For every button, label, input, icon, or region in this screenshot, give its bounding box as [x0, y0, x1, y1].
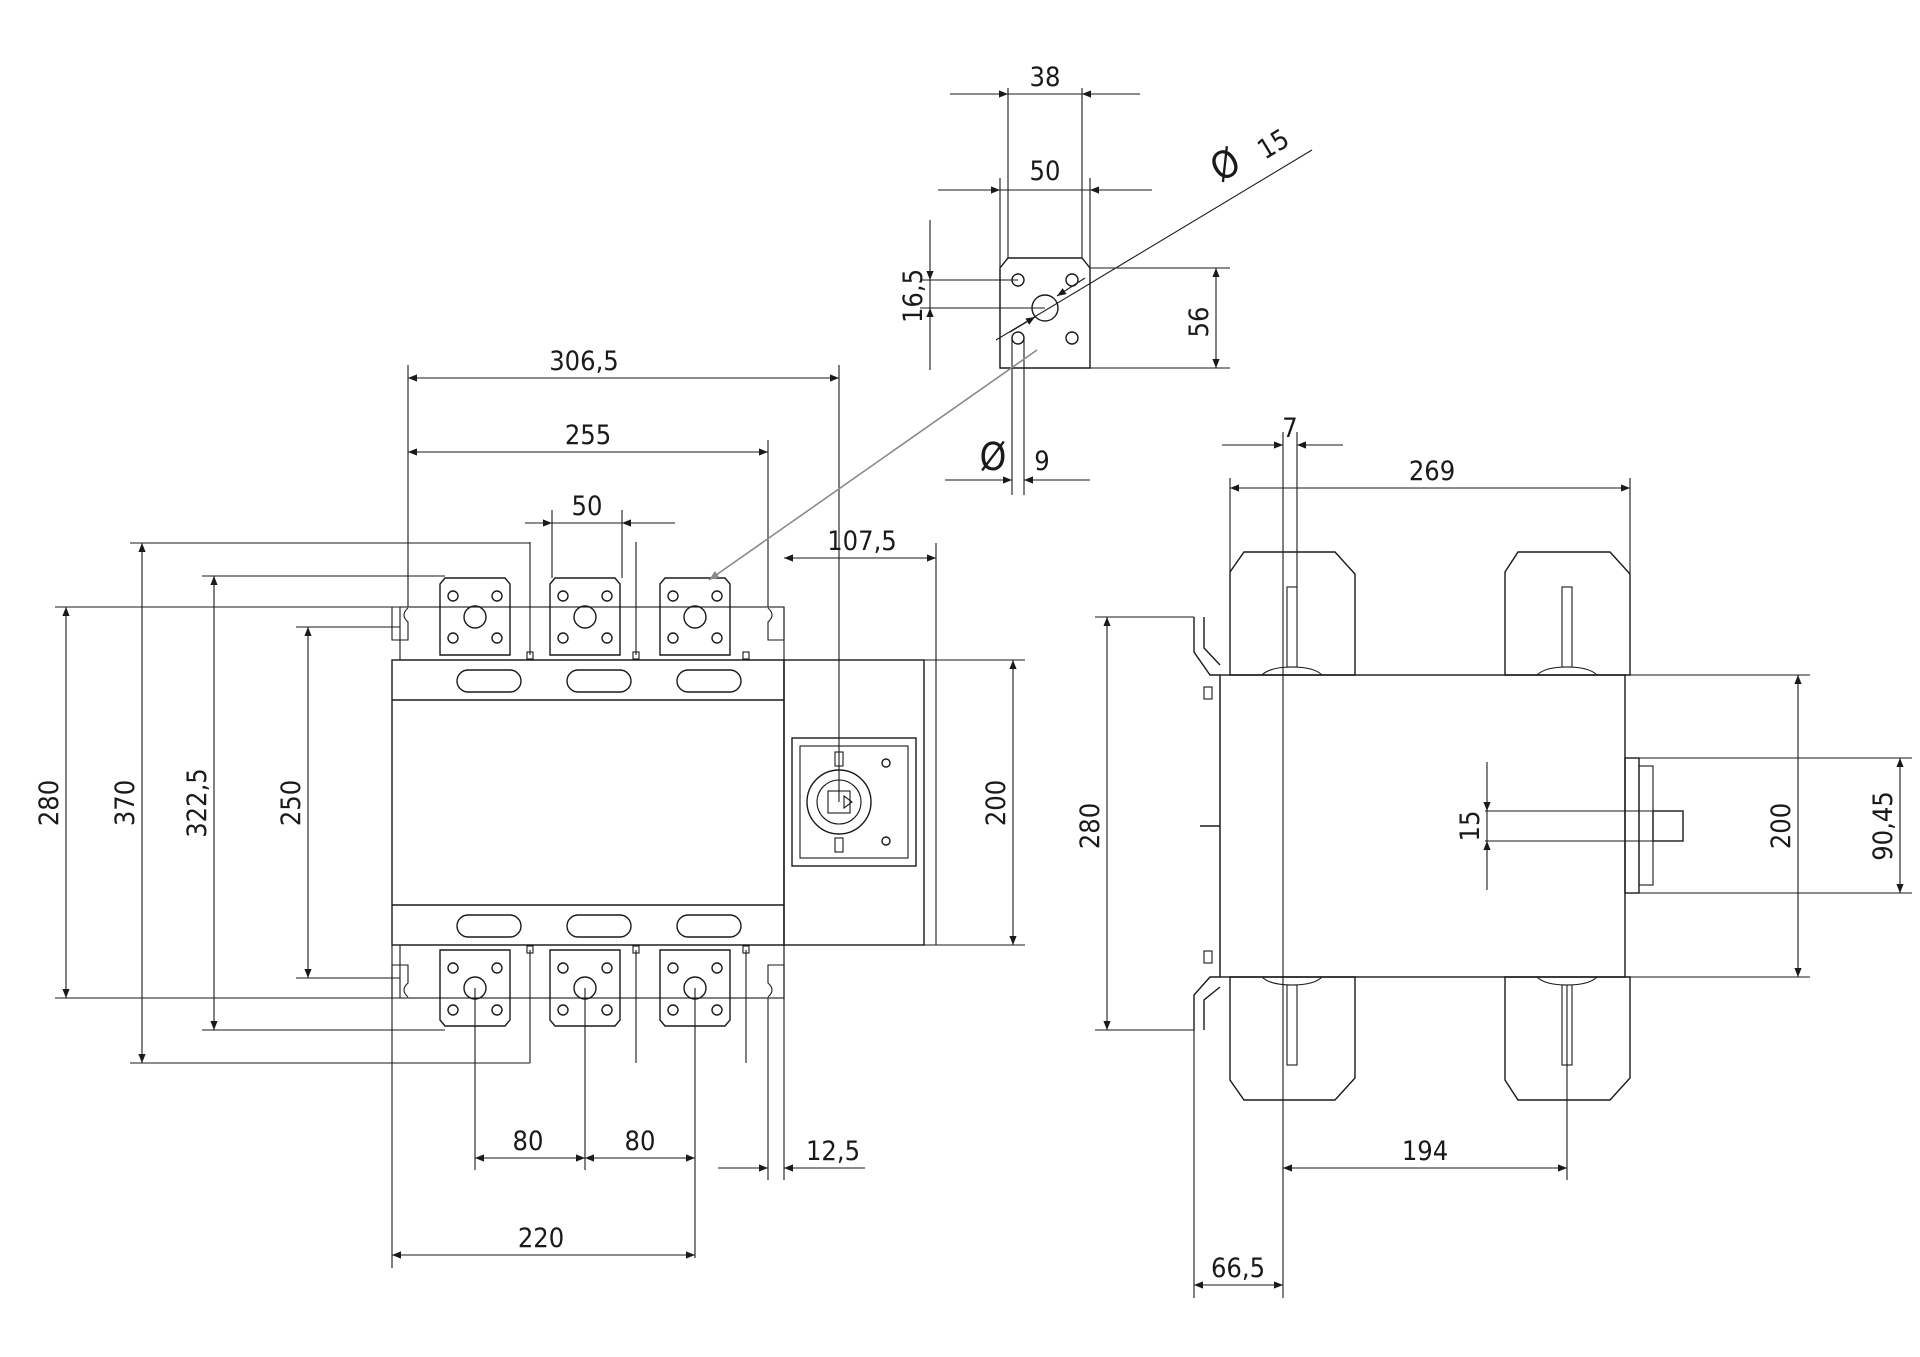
dim-dia-15: 15: [1252, 123, 1294, 165]
dim-56: 56: [1184, 307, 1215, 338]
dim-50-detail: 50: [1030, 156, 1061, 187]
dim-280-front: 280: [34, 780, 65, 826]
front-terminals-bottom: [439, 945, 750, 1063]
dim-194: 194: [1402, 1136, 1448, 1167]
dim-269: 269: [1409, 456, 1455, 487]
front-dimensions: 306,5 255 50 107,5 280 370: [34, 346, 1025, 1268]
dim-7: 7: [1282, 413, 1297, 444]
front-terminals-top: [439, 542, 750, 660]
side-view: 7 269 280 15 200 90,45 194 66,5: [1075, 413, 1912, 1298]
dim-255: 255: [565, 420, 611, 451]
dim-200-side: 200: [1766, 803, 1797, 849]
dim-370: 370: [110, 780, 141, 826]
dim-322-5: 322,5: [182, 768, 213, 838]
terminal-detail: 38 50 16,5 56 Ø 15 Ø 9: [708, 62, 1313, 581]
dim-16-5: 16,5: [898, 269, 929, 323]
dim-306-5: 306,5: [549, 346, 619, 377]
front-view: 306,5 255 50 107,5 280 370: [34, 346, 1025, 1268]
dim-280-side: 280: [1075, 803, 1106, 849]
dim-107-5: 107,5: [827, 526, 897, 557]
dim-38: 38: [1030, 62, 1061, 93]
dim-90-45: 90,45: [1868, 791, 1899, 861]
front-body: [391, 606, 785, 999]
handle-module: [783, 558, 925, 946]
dim-80-a: 80: [513, 1126, 544, 1157]
dim-220: 220: [518, 1223, 564, 1254]
dim-dia-9: 9: [1034, 446, 1049, 477]
dia-symbol-15: Ø: [1202, 139, 1248, 191]
dia-symbol-9: Ø: [980, 435, 1007, 479]
dim-50-terminal-pitch: 50: [572, 491, 603, 522]
dim-12-5: 12,5: [806, 1136, 860, 1167]
dim-80-b: 80: [625, 1126, 656, 1157]
dim-66-5: 66,5: [1211, 1253, 1265, 1284]
dim-200-front: 200: [981, 780, 1012, 826]
dim-250: 250: [276, 780, 307, 826]
dim-15-shaft: 15: [1455, 811, 1486, 842]
